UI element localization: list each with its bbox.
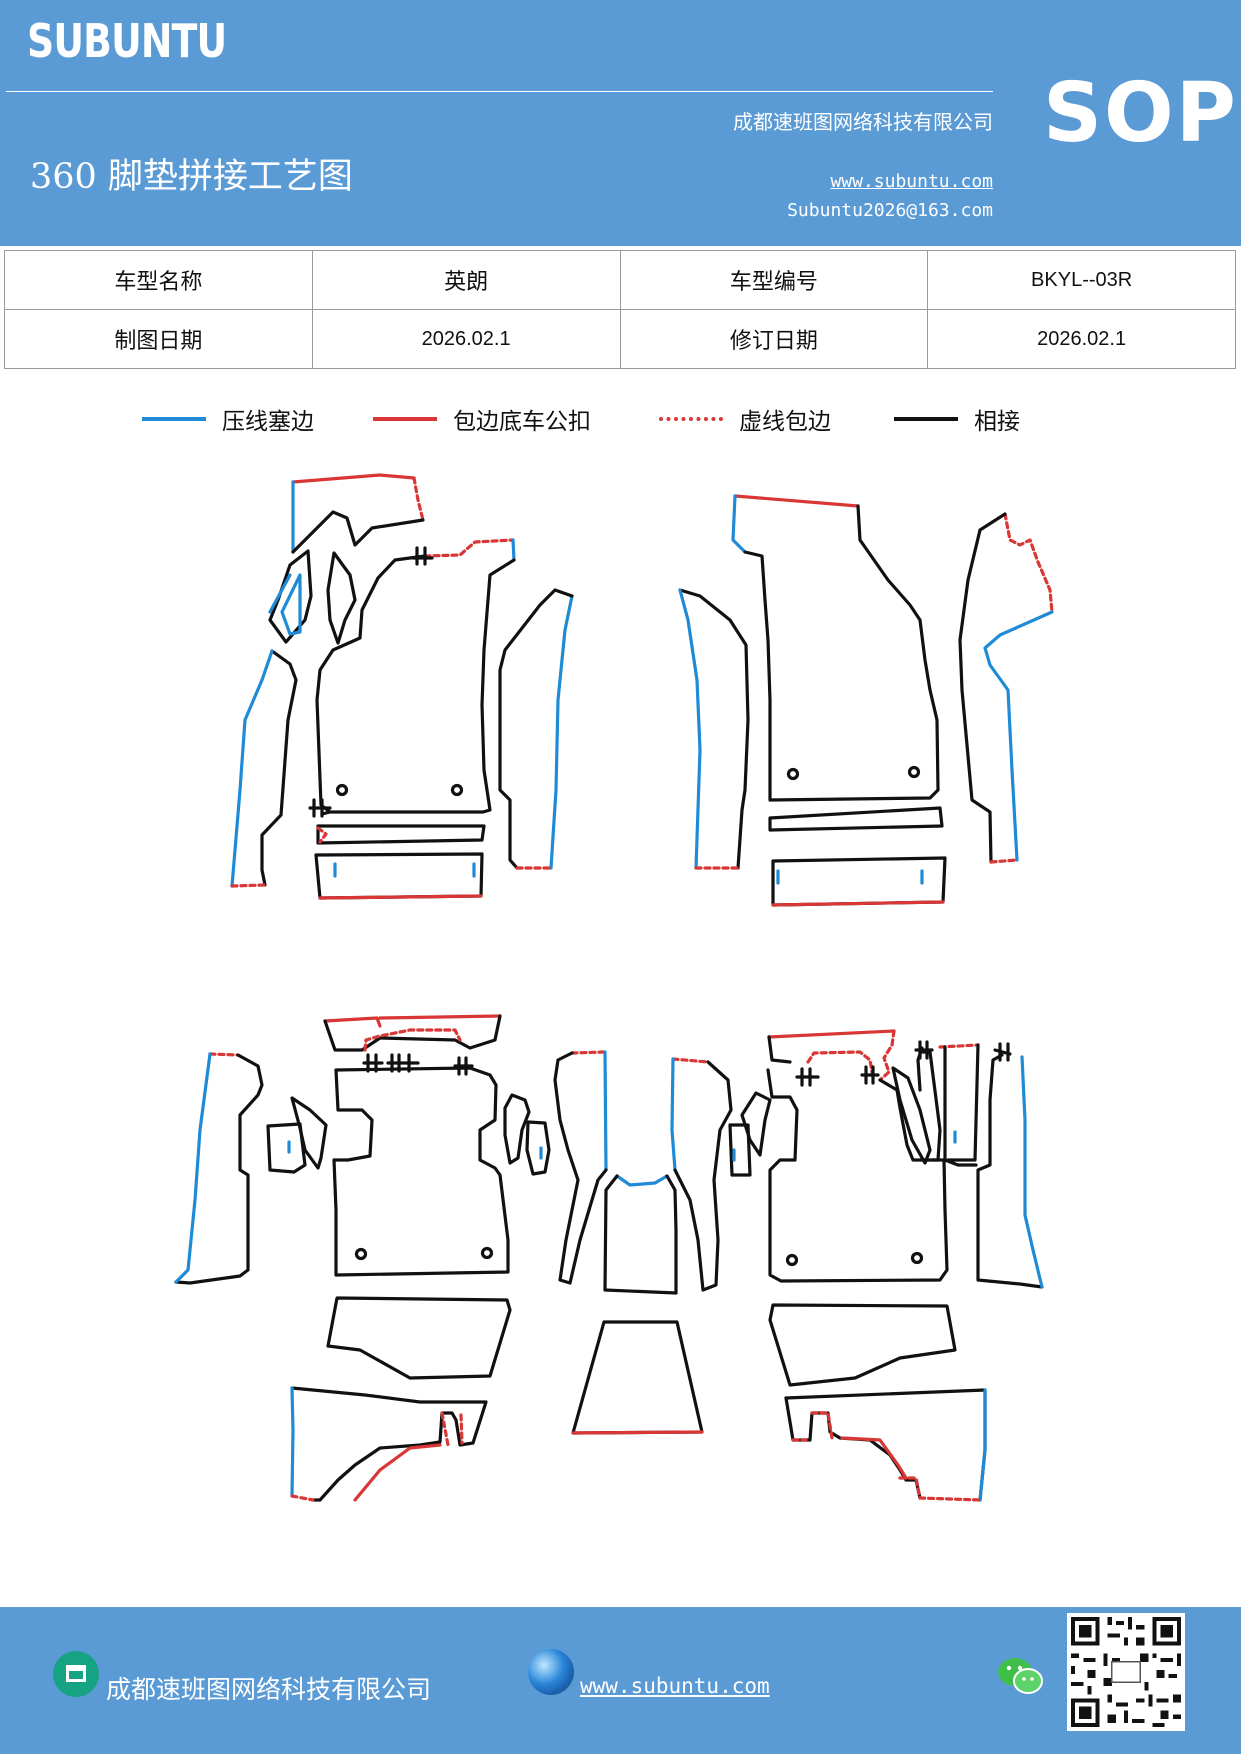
model-name-value: 英朗 <box>311 250 621 310</box>
legend-swatch-blue <box>142 417 206 421</box>
email-address: Subuntu2026@163.com <box>787 200 993 221</box>
header-divider <box>6 91 993 92</box>
website-link[interactable]: www.subuntu.com <box>830 171 993 192</box>
legend-item-dotted-edge: 虚线包边 <box>659 402 831 436</box>
vehicle-info-table: 车型名称 英朗 车型编号 BKYL--03R 制图日期 2026.02.1 修订… <box>4 250 1236 369</box>
building-icon <box>53 1651 99 1697</box>
legend-label: 包边底车公扣 <box>453 409 591 435</box>
revise-date-label: 修订日期 <box>619 309 929 369</box>
legend-swatch-red <box>373 417 437 421</box>
qr-code[interactable] <box>1067 1613 1185 1731</box>
model-code-value: BKYL--03R <box>927 250 1236 310</box>
legend-label: 压线塞边 <box>222 409 314 435</box>
line-legend: 压线塞边 包边底车公扣 虚线包边 相接 <box>0 402 1241 442</box>
front-right-mat-group <box>678 494 1054 907</box>
wechat-icon[interactable] <box>996 1655 1044 1697</box>
legend-item-joined: 相接 <box>894 402 1020 436</box>
legend-swatch-red-dotted <box>659 417 723 421</box>
legend-label: 虚线包边 <box>739 409 831 435</box>
company-name: 成都速班图网络科技有限公司 <box>733 110 993 134</box>
legend-item-press-line: 压线塞边 <box>142 402 314 436</box>
rear-mat-group <box>174 1014 1044 1502</box>
footer-banner: 成都速班图网络科技有限公司 www.subuntu.com <box>0 1607 1241 1754</box>
globe-icon <box>528 1649 574 1695</box>
draw-date-label: 制图日期 <box>4 309 313 369</box>
revise-date-value: 2026.02.1 <box>927 309 1236 369</box>
legend-swatch-black <box>894 417 958 421</box>
legend-label: 相接 <box>974 409 1020 435</box>
footer-website-link[interactable]: www.subuntu.com <box>580 1674 770 1698</box>
model-name-label: 车型名称 <box>4 250 313 310</box>
front-left-mat-group <box>230 473 574 900</box>
table-row: 制图日期 2026.02.1 修订日期 2026.02.1 <box>4 309 1236 369</box>
model-code-label: 车型编号 <box>619 250 929 310</box>
footer-company-name: 成都速班图网络科技有限公司 <box>106 1675 432 1704</box>
header-banner: SUBUNTU 成都速班图网络科技有限公司 360 脚垫拼接工艺图 www.su… <box>0 0 1241 246</box>
legend-item-edge-clip: 包边底车公扣 <box>373 402 591 436</box>
brand-logo: SUBUNTU <box>27 14 227 68</box>
draw-date-value: 2026.02.1 <box>311 309 621 369</box>
table-row: 车型名称 英朗 车型编号 BKYL--03R <box>4 250 1236 310</box>
floor-mat-diagram <box>174 473 1054 1502</box>
sop-badge: SOP <box>1043 66 1238 161</box>
page-title: 360 脚垫拼接工艺图 <box>30 157 353 197</box>
